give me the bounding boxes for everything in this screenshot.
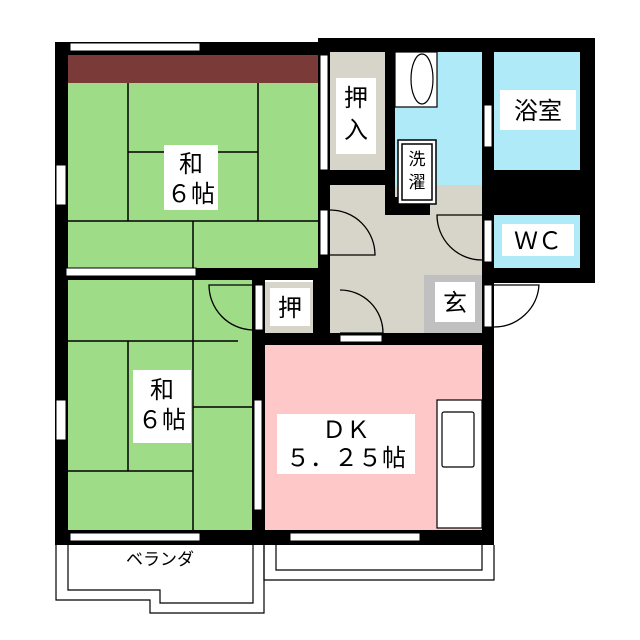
- label-backgrounds: [133, 78, 576, 474]
- kitchen-counter-icon: [436, 399, 483, 529]
- washing-machine-icon: [397, 139, 437, 205]
- oshiire-upper-label-1: 押: [344, 84, 368, 112]
- tokonoma-band: [68, 55, 318, 83]
- dk-label: ＤＫ: [322, 416, 370, 444]
- oshiire-lower-label: 押: [278, 294, 302, 322]
- balcony-label: ベランダ: [126, 550, 194, 570]
- bathroom-label: 浴室: [514, 97, 562, 125]
- balcony-outline: [55, 545, 495, 614]
- laundry-label-1: 洗: [409, 150, 426, 170]
- washitsu-lower-label: 和: [150, 376, 174, 404]
- washitsu-upper-size: ６帖: [167, 180, 215, 208]
- bathtub-icon: [394, 51, 438, 108]
- washitsu-lower-size: ６帖: [138, 406, 186, 434]
- doors: [254, 104, 493, 343]
- entrance-label: 玄: [443, 289, 467, 317]
- windows: [55, 42, 421, 542]
- toilet-label: ＷＣ: [514, 227, 562, 255]
- laundry-label-2: 濯: [409, 173, 426, 193]
- dk-size: ５．２５帖: [286, 444, 406, 472]
- washitsu-upper-label: 和: [179, 150, 203, 178]
- door-swings: [208, 209, 540, 334]
- oshiire-upper-label-2: 入: [344, 116, 368, 144]
